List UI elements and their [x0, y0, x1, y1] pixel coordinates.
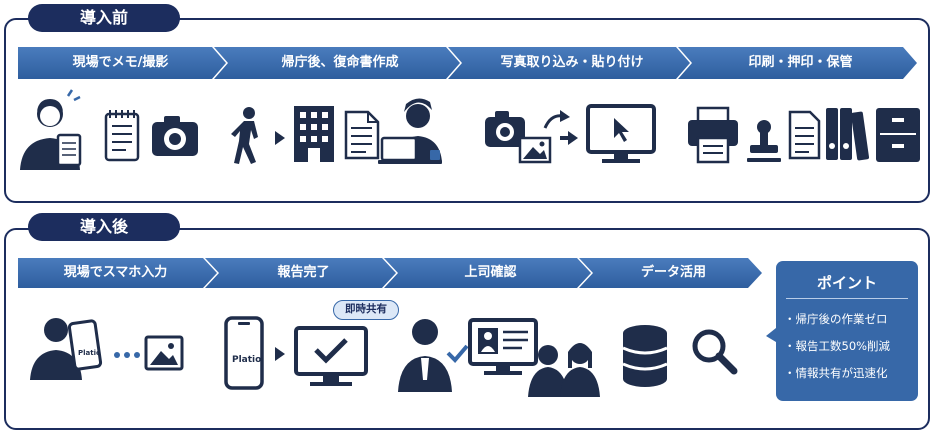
after-step-3-arrow [384, 258, 591, 288]
file-cabinet-icon [876, 108, 920, 162]
after-step-3-label: 上司確認 [464, 265, 517, 280]
ellipsis-dots-icon [114, 352, 140, 358]
printer-icon [688, 106, 738, 164]
before-step-3-arrow [448, 47, 690, 79]
staff-members-icon [528, 343, 600, 397]
notepad-icon [104, 110, 140, 162]
camera-icon [152, 116, 198, 156]
monitor-profile-icon [468, 318, 538, 375]
walking-person-icon [231, 107, 258, 164]
person-writing-icon [20, 89, 82, 170]
points-item: ・帰庁後の作業ゼロ [784, 312, 888, 326]
points-title: ポイント [816, 274, 877, 292]
supervisor-icon [398, 319, 452, 392]
phone-app-logo: Platio [78, 349, 101, 357]
after-step-2-label: 報告完了 [277, 265, 330, 280]
image-icon [518, 136, 552, 164]
after-step-4-arrow [579, 258, 762, 288]
points-pointer [766, 328, 776, 342]
after-step-1-arrow [18, 258, 217, 288]
database-icon [622, 325, 668, 387]
monitor-cursor-icon [586, 104, 656, 163]
after-step-2-arrow [205, 258, 396, 288]
document-icon [788, 110, 821, 160]
points-box: ポイント ・帰庁後の作業ゼロ ・報告工数50%削減 ・情報共有が迅速化 [776, 261, 918, 401]
before-badge: 導入前 [28, 4, 180, 32]
before-step-1-arrow [18, 47, 226, 79]
before-step-2-label: 帰庁後、復命書作成 [281, 55, 399, 70]
flow-arrow-icon [568, 131, 578, 145]
instant-share-callout: 即時共有 [333, 300, 399, 320]
building-icon [294, 106, 334, 162]
after-step-1-label: 現場でスマホ入力 [63, 265, 168, 280]
before-step-4-label: 印刷・押印・保管 [748, 55, 853, 70]
magnifier-icon [692, 329, 738, 375]
camera-icon [485, 111, 525, 147]
person-with-phone-icon [30, 318, 103, 380]
curved-arrow-head-icon [560, 110, 570, 122]
smartphone-icon [224, 316, 264, 390]
before-step-1-label: 現場でメモ/撮影 [72, 55, 169, 70]
before-step-2-arrow [214, 47, 460, 79]
before-step-3-label: 写真取り込み・貼り付け [500, 55, 644, 70]
checkmark-icon [446, 344, 469, 363]
after-badge: 導入後 [28, 213, 180, 241]
before-step-4-arrow [678, 47, 917, 79]
phone-app-logo: Platio [232, 355, 261, 365]
stamp-icon [747, 120, 781, 162]
flow-arrow-icon [275, 131, 285, 145]
monitor-check-icon [294, 326, 368, 386]
document-icon [344, 110, 380, 160]
points-item: ・報告工数50%削減 [784, 339, 891, 353]
points-item: ・情報共有が迅速化 [784, 366, 888, 380]
person-at-laptop-icon [378, 98, 442, 164]
image-icon [144, 335, 184, 371]
points-divider [786, 298, 908, 299]
after-step-4-label: データ活用 [640, 265, 706, 280]
binders-icon [826, 108, 870, 161]
flow-arrow-icon [275, 347, 285, 361]
flow-arrow-shaft-icon [560, 136, 570, 140]
